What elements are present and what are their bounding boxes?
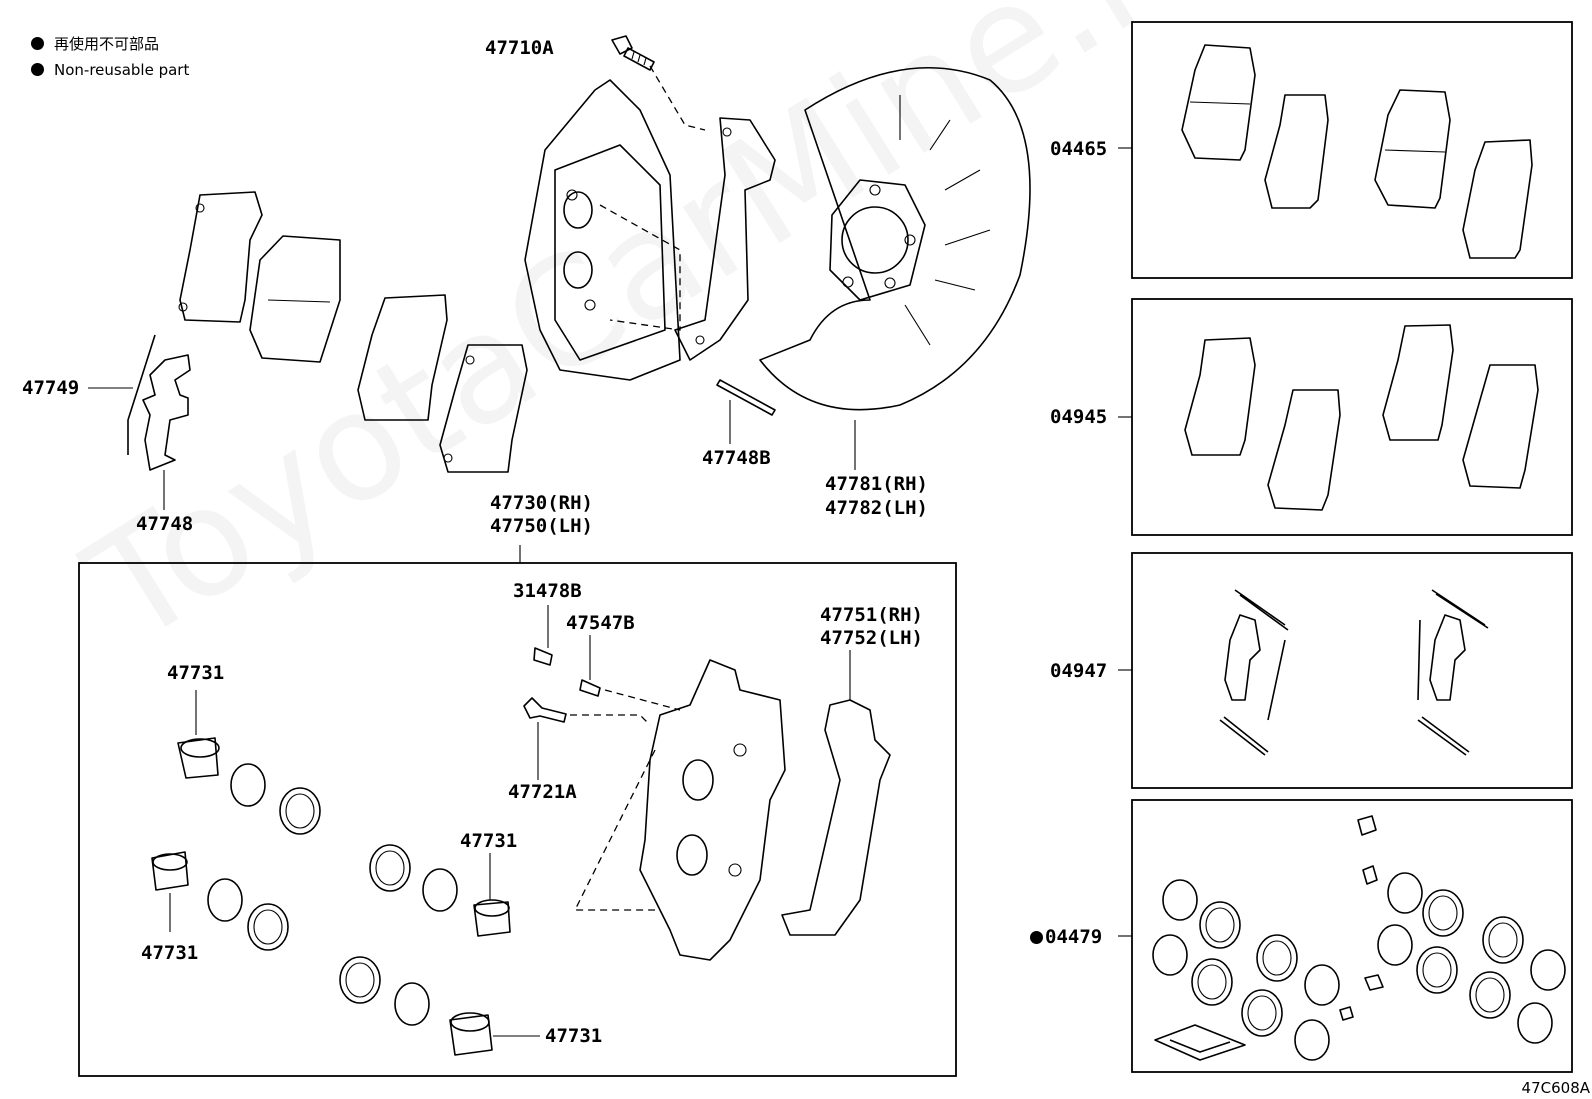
- mounting-bracket-top: [674, 117, 776, 361]
- part-label-47731[interactable]: 47731: [167, 662, 225, 684]
- leader-caliper-dash: [599, 204, 681, 331]
- pin-47748B: [716, 379, 776, 416]
- leader-caliper-assy: [570, 689, 681, 911]
- part-label-47721A[interactable]: 47721A: [508, 781, 577, 803]
- part-label-47781[interactable]: 47781(RH): [825, 473, 928, 495]
- shim-top-3: [439, 344, 528, 473]
- part-label-47731[interactable]: 47731: [141, 942, 199, 964]
- part-label-47782[interactable]: 47782(LH): [825, 497, 928, 519]
- leader-bolt: [649, 65, 706, 131]
- non-reusable-dot-icon: [31, 37, 44, 50]
- legend-en-text: Non-reusable part: [54, 61, 190, 79]
- mounting-bracket-assy: [781, 699, 891, 936]
- kit-04465-frame: [1131, 21, 1573, 279]
- part-label-47751[interactable]: 47751(RH): [820, 604, 923, 626]
- part-label-47750[interactable]: 47750(LH): [490, 515, 593, 537]
- shim-top-1: [179, 191, 263, 323]
- part-label-47748B[interactable]: 47748B: [702, 447, 771, 469]
- kit-04479-frame: [1131, 799, 1573, 1073]
- anti-rattle-spring: [88, 334, 191, 510]
- part-label-47710A[interactable]: 47710A: [485, 37, 554, 59]
- caliper-body-top: [524, 79, 681, 381]
- part-label-47749[interactable]: 47749: [22, 377, 80, 399]
- bolt-47710A: [611, 35, 655, 71]
- dust-shield: [759, 66, 1031, 470]
- kit-04947-frame: [1131, 552, 1573, 789]
- piston-seals: [151, 690, 540, 1056]
- part-label-47748[interactable]: 47748: [136, 513, 194, 535]
- non-reusable-dot-icon: [31, 63, 44, 76]
- caliper-assembly-frame: [78, 562, 957, 1077]
- part-label-04947[interactable]: 04947: [1050, 660, 1108, 682]
- part-label-04465[interactable]: 04465: [1050, 138, 1108, 160]
- legend-jp-text: 再使用不可部品: [54, 35, 160, 53]
- part-label-47731[interactable]: 47731: [460, 830, 518, 852]
- kit-04945-shims: [1184, 324, 1539, 511]
- part-label-47547B[interactable]: 47547B: [566, 612, 635, 634]
- kit-04465-pads: [1181, 44, 1533, 259]
- kit-04945-frame: [1131, 298, 1573, 536]
- part-label-04479[interactable]: 04479: [1030, 926, 1102, 948]
- illustration-reference: 47C608A: [1521, 1079, 1590, 1097]
- bleeder-cap-bolt: [523, 605, 601, 780]
- kit-04947-springs: [1219, 589, 1489, 756]
- part-label-04945[interactable]: 04945: [1050, 406, 1108, 428]
- brake-pad-top-1: [249, 235, 341, 363]
- legend-en: Non-reusable part: [31, 60, 189, 80]
- part-label-47752[interactable]: 47752(LH): [820, 627, 923, 649]
- part-label-31478B[interactable]: 31478B: [513, 580, 582, 602]
- legend-jp: 再使用不可部品: [31, 34, 159, 54]
- part-label-47731[interactable]: 47731: [545, 1025, 603, 1047]
- caliper-body-assy: [639, 659, 786, 961]
- shim-top-2: [357, 294, 448, 421]
- non-reusable-dot-icon: [1030, 931, 1043, 944]
- kit-04479-seals: [1152, 815, 1566, 1061]
- part-label-47730[interactable]: 47730(RH): [490, 492, 593, 514]
